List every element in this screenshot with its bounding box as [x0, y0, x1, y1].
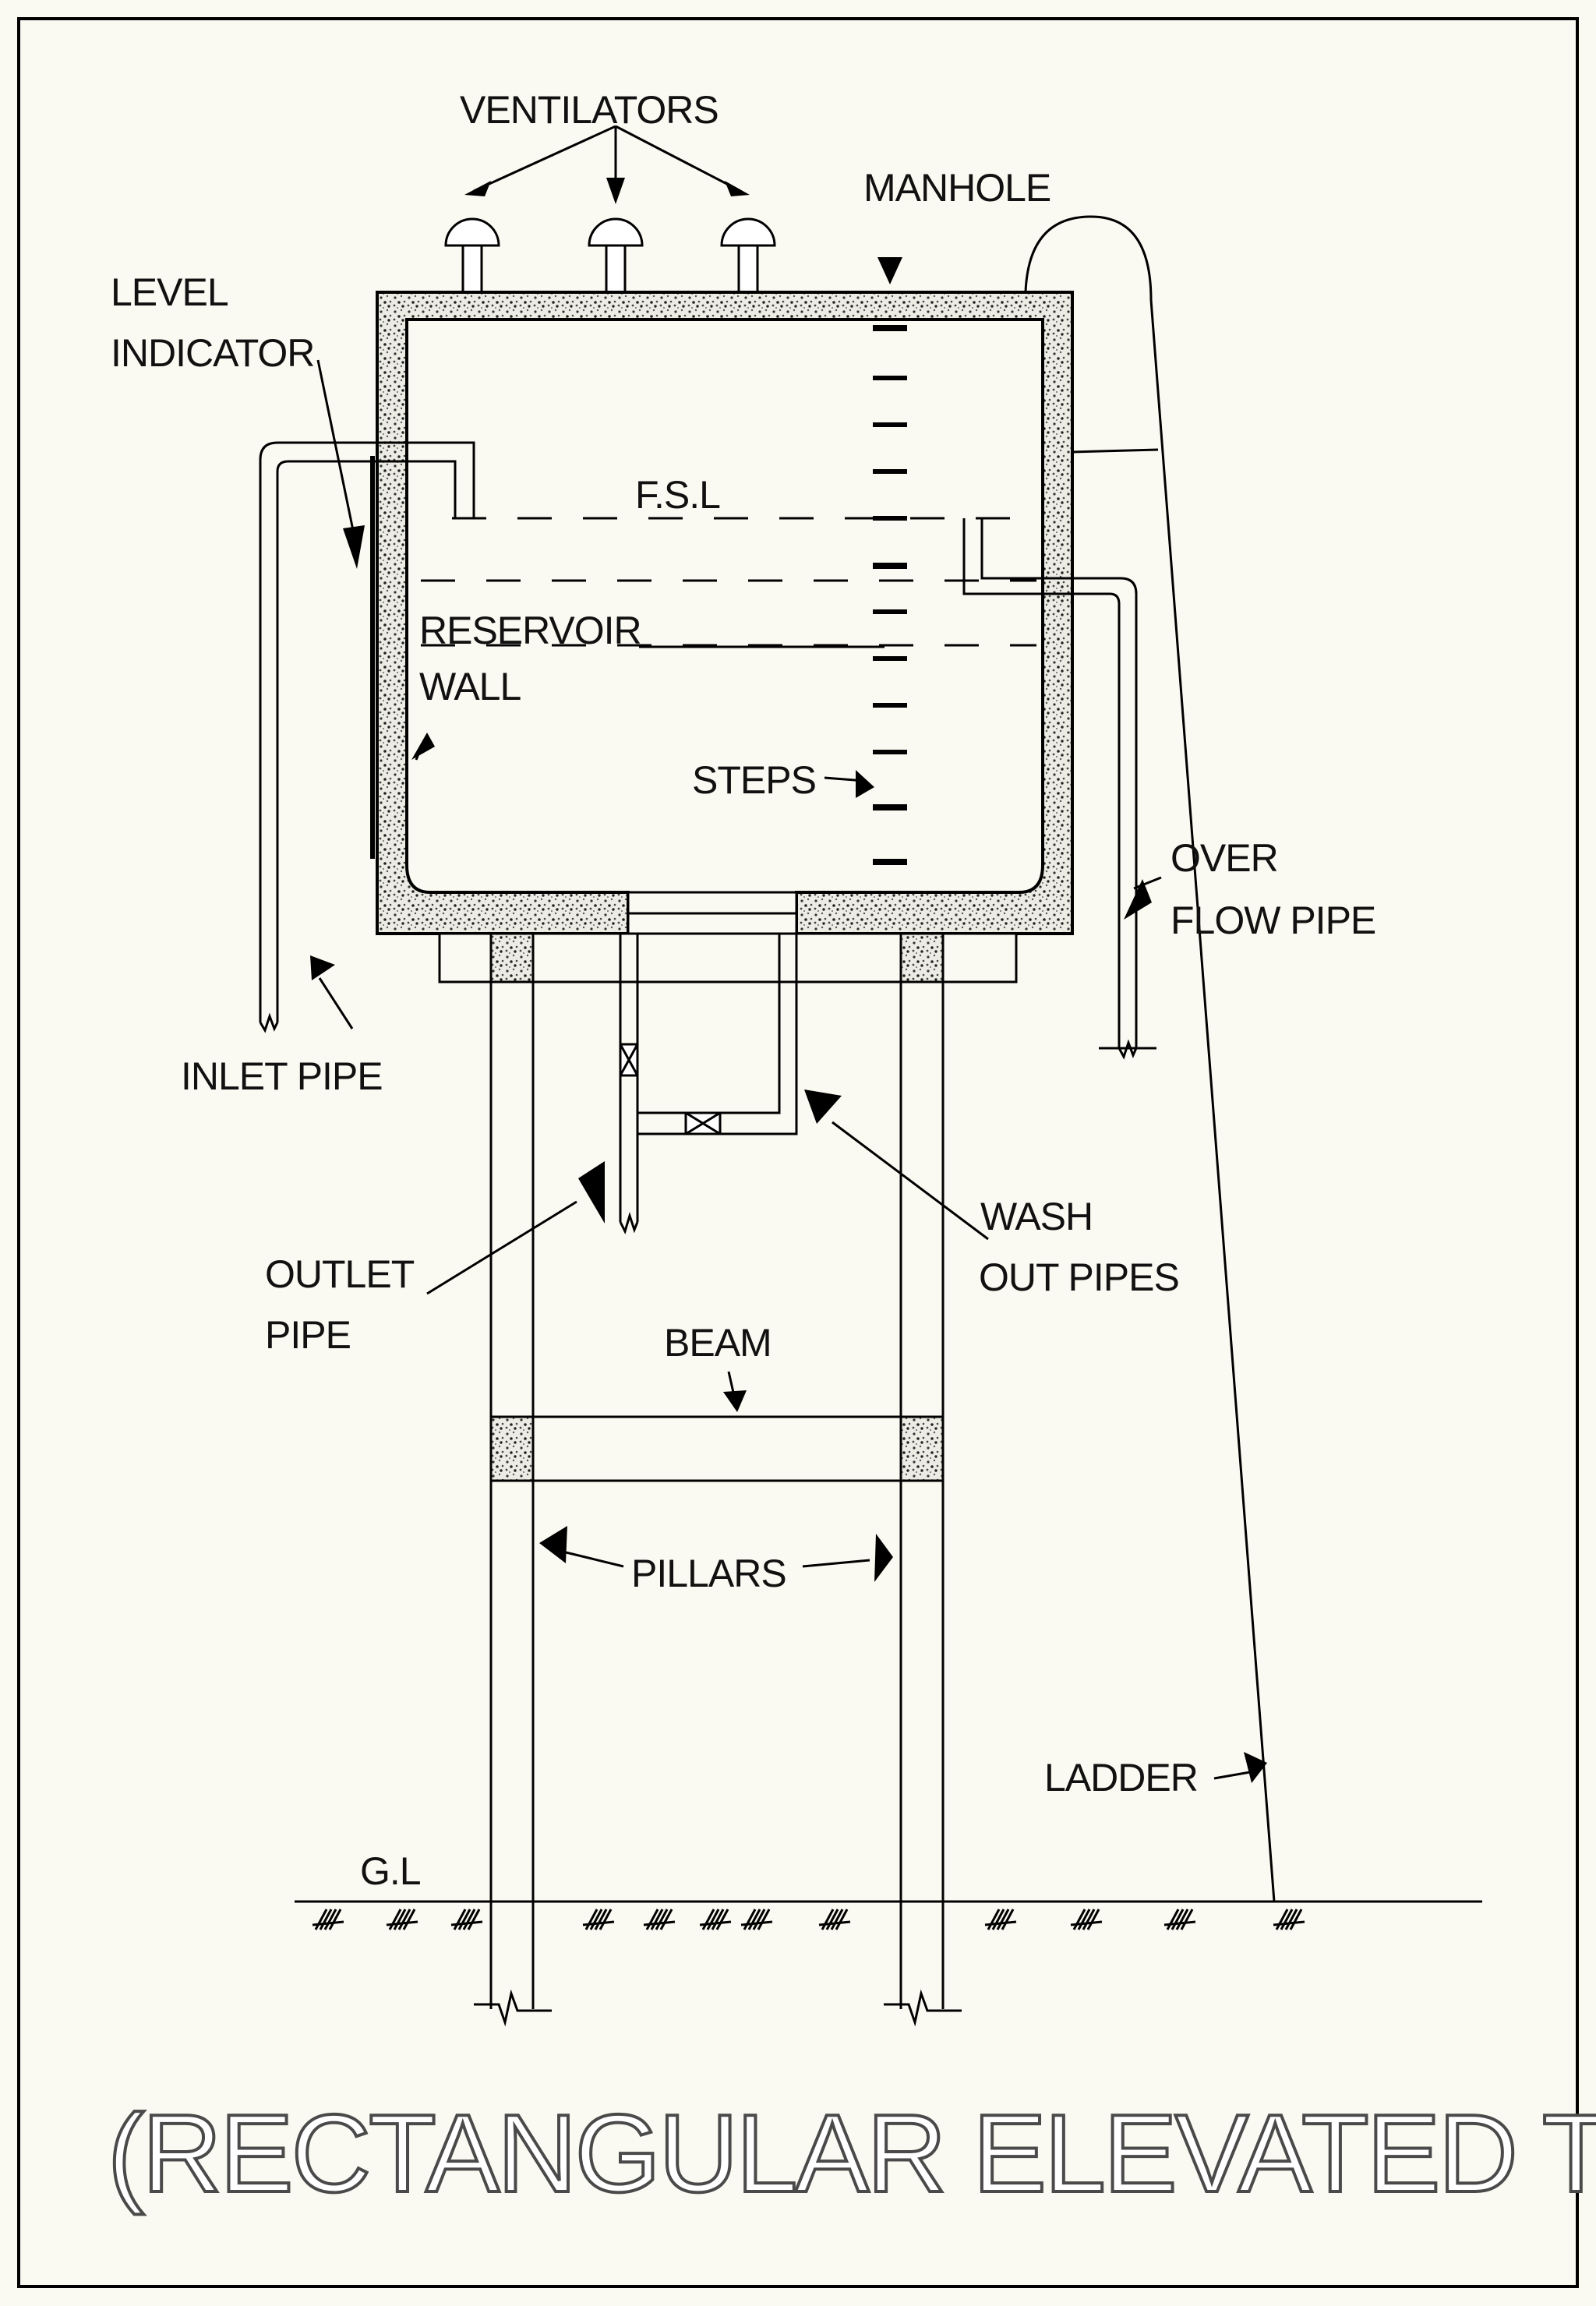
inlet-pipe-label: INLET PIPE	[181, 1054, 383, 1098]
ground-hatch-mark	[1163, 1909, 1196, 1930]
intermediate-beam	[489, 1415, 945, 1482]
labels: VENTILATORS MANHOLE LEVEL INDICATOR F.S.…	[111, 88, 1376, 1893]
ground-hatch-mark	[450, 1909, 483, 1930]
ventilators	[444, 217, 776, 294]
reservoir-wall-label-1: RESERVOIR	[419, 609, 641, 652]
pillars	[474, 932, 962, 2027]
ground-hatch-mark	[1070, 1909, 1103, 1930]
ground-hatch-mark	[699, 1909, 732, 1930]
leaders	[310, 125, 1267, 1783]
ground-hatches	[312, 1909, 1305, 1930]
overflow-pipe-label-2: FLOW PIPE	[1171, 899, 1375, 942]
level-indicator-label-2: INDICATOR	[111, 331, 314, 375]
water-level-lines	[421, 517, 1036, 647]
overflow-pipe	[962, 518, 1156, 1060]
ventilator-3	[720, 217, 776, 294]
inlet-pipe	[259, 441, 475, 1033]
ground-hatch-mark	[582, 1909, 615, 1930]
ground-hatch-mark	[740, 1909, 773, 1930]
reservoir-walls	[376, 291, 1074, 935]
manhole-steps	[873, 325, 907, 865]
manhole-label: MANHOLE	[863, 166, 1050, 210]
outlet-pipe-label-2: PIPE	[265, 1313, 351, 1357]
wash-out-pipes	[637, 934, 798, 1135]
ventilators-label: VENTILATORS	[460, 88, 719, 132]
ventilator-1	[444, 217, 500, 294]
ground-hatch-mark	[312, 1909, 344, 1930]
ladder-label: LADDER	[1044, 1756, 1198, 1799]
wash-out-pipes-label-2: OUT PIPES	[979, 1255, 1179, 1299]
ground-hatch-mark	[984, 1909, 1017, 1930]
diagram-title: (RECTANGULAR ELEVATED TANK )	[108, 2092, 1596, 2216]
level-indicator-label-1: LEVEL	[111, 270, 228, 314]
ground-hatch-mark	[818, 1909, 851, 1930]
outlet-pipe-label-1: OUTLET	[265, 1252, 415, 1296]
ground-level-label: G.L	[360, 1849, 421, 1893]
pillars-label: PILLARS	[631, 1552, 786, 1595]
ground-hatch-mark	[643, 1909, 676, 1930]
wash-out-pipes-label-1: WASH	[980, 1195, 1093, 1238]
fsl-label: F.S.L	[635, 473, 720, 517]
outlet-pipe	[619, 934, 639, 1235]
page-border	[17, 17, 1579, 2288]
ground-hatch-mark	[1273, 1909, 1305, 1930]
ground-hatch-mark	[386, 1909, 418, 1930]
overflow-pipe-label-1: OVER	[1171, 836, 1278, 880]
ventilator-2	[588, 217, 644, 294]
outlet-box	[627, 891, 798, 935]
ladder	[1024, 215, 1276, 1902]
reservoir-wall-label-2: WALL	[419, 665, 521, 708]
beam-label: BEAM	[664, 1321, 772, 1365]
steps-label: STEPS	[692, 758, 816, 802]
